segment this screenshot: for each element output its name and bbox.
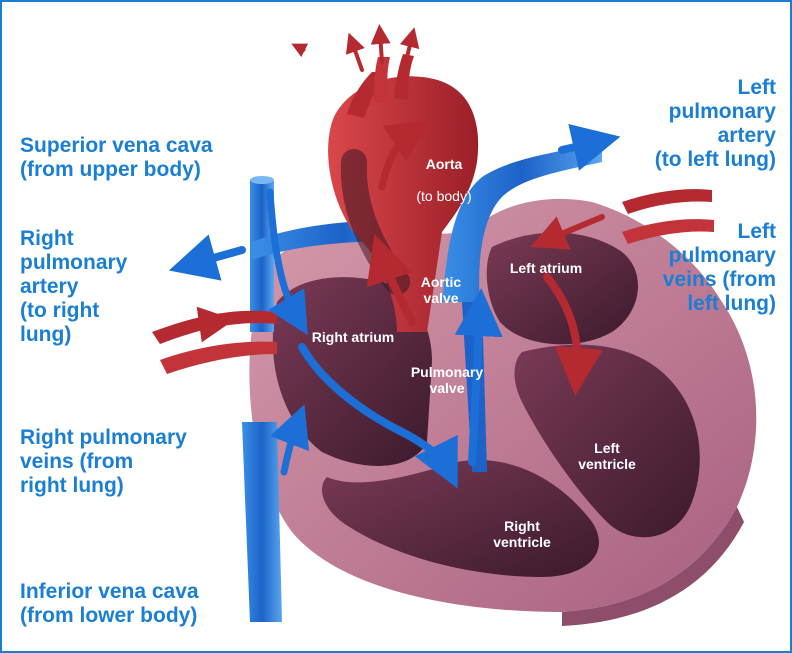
label-left-ventricle: Left ventricle xyxy=(562,440,652,472)
label-aorta: Aorta (to body) xyxy=(404,140,484,204)
label-left-pulmonary-veins: Left pulmonary veins (from left lung) xyxy=(663,220,776,316)
label-aorta-title: Aorta xyxy=(426,156,463,172)
label-right-atrium: Right atrium xyxy=(298,329,408,345)
label-aortic-valve: Aortic valve xyxy=(402,274,480,306)
label-left-pulmonary-artery: Left pulmonary artery (to left lung) xyxy=(655,76,776,172)
label-right-pulmonary-veins: Right pulmonary veins (from right lung) xyxy=(20,426,187,498)
label-right-pulmonary-artery: Right pulmonary artery (to right lung) xyxy=(20,227,127,347)
label-pulmonary-valve: Pulmonary valve xyxy=(392,364,502,396)
label-inferior-vena-cava: Inferior vena cava (from lower body) xyxy=(20,580,199,628)
label-superior-vena-cava: Superior vena cava (from upper body) xyxy=(20,134,213,182)
label-right-ventricle: Right ventricle xyxy=(472,518,572,550)
label-aorta-sub: (to body) xyxy=(416,188,471,204)
label-left-atrium: Left atrium xyxy=(496,260,596,276)
left-atrium-chamber xyxy=(487,233,638,345)
